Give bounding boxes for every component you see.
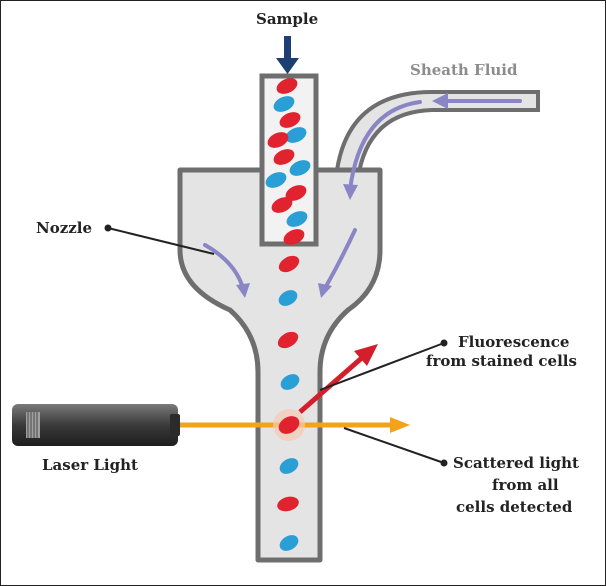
scattered-label-line1: Scattered light	[453, 454, 579, 472]
laser-light-label: Laser Light	[42, 456, 138, 474]
leader-lines	[107, 227, 445, 464]
leader-dots	[104, 224, 448, 467]
fluorescence-label-line2: from stained cells	[426, 352, 577, 370]
laser-source	[12, 404, 180, 446]
flow-arrows	[203, 99, 522, 290]
sample-label: Sample	[256, 10, 318, 28]
fluorescence-arrow	[298, 344, 378, 414]
fluorescence-label-line1: Fluorescence	[458, 333, 569, 351]
cells-in-channel	[277, 255, 300, 551]
sheath-fluid-label: Sheath Fluid	[410, 61, 518, 79]
scattered-label-line3: cells detected	[456, 498, 573, 516]
interrogation-cell	[273, 409, 305, 441]
scattered-label-line2: from all	[492, 476, 559, 494]
cells-in-sample-tube	[265, 78, 311, 245]
nozzle-label: Nozzle	[36, 219, 92, 237]
sample-arrow	[276, 36, 299, 74]
flow-arrowheads	[236, 93, 448, 298]
